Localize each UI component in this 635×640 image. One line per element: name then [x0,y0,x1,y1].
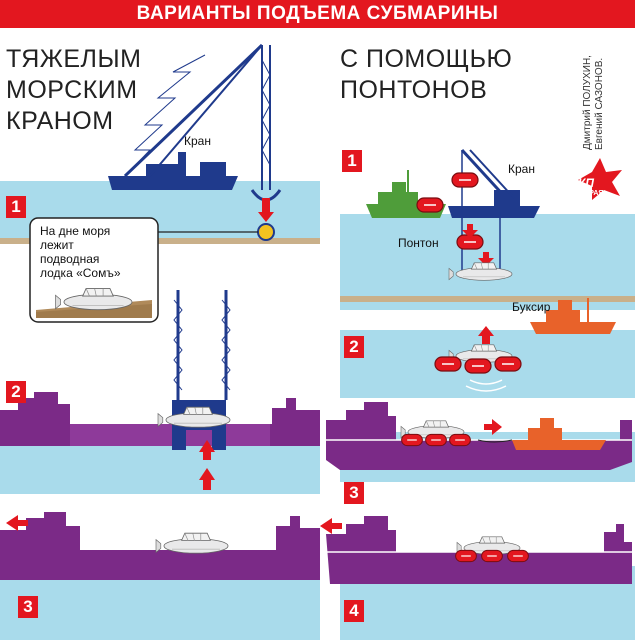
left-scene-2 [0,290,320,494]
right-scene-2 [340,298,635,398]
left-scene-3 [0,512,320,640]
seabed-callout: На дне моря лежит подводная лодка «Сомъ» [40,224,121,280]
right-scene-3 [326,402,635,482]
title-bar [0,0,635,28]
pontoon-label: Понтон [398,236,439,250]
left-scene-1 [0,43,320,244]
right-heading-line-1: С ПОМОЩЬЮ [340,45,513,73]
logo-sub: КРАЯ [585,190,604,197]
right-step-2: 2 [344,336,364,358]
right-heading: С ПОМОЩЬЮ ПОНТОНОВ [340,44,512,106]
right-step-4: 4 [344,600,364,622]
logo-kp: КП [578,176,595,190]
crane-label-left: Кран [184,134,211,148]
right-step-3: 3 [344,482,364,504]
right-heading-line-2: ПОНТОНОВ [340,76,488,104]
page-title: ВАРИАНТЫ ПОДЪЕМА СУБМАРИНЫ [136,3,499,24]
tug-label: Буксир [512,300,551,314]
right-scene-1 [340,148,635,310]
right-scene-4 [320,516,635,640]
left-heading-line-2: МОРСКИМ [6,76,138,104]
left-step-2: 2 [6,381,26,403]
left-step-3: 3 [18,596,38,618]
left-heading: ТЯЖЕЛЫМ МОРСКИМ КРАНОМ [6,44,141,137]
left-heading-line-3: КРАНОМ [6,107,114,135]
crane-label-right: Кран [508,162,535,176]
right-step-1: 1 [342,150,362,172]
left-step-1: 1 [6,196,26,218]
left-heading-line-1: ТЯЖЕЛЫМ [6,45,142,73]
